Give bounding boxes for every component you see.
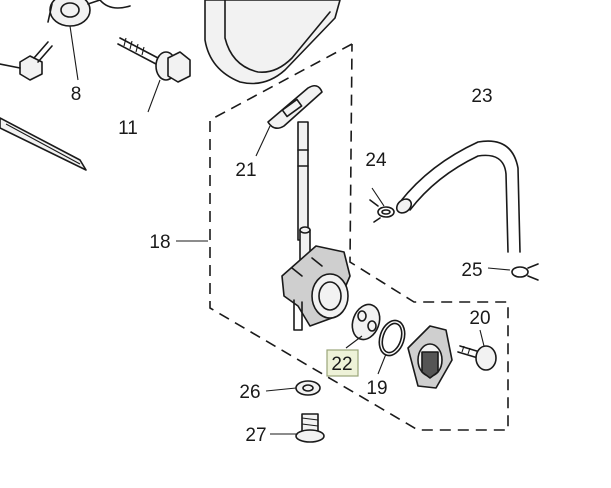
lever-cover (407, 325, 453, 389)
label-part-20: 20 (469, 308, 490, 329)
label-part-26: 26 (239, 382, 260, 403)
washer-part-26 (295, 380, 321, 396)
screw-part-20 (457, 345, 497, 371)
label-part-18: 18 (149, 232, 170, 253)
gasket-part-21 (267, 84, 323, 130)
fuel-cock-body (281, 121, 351, 331)
clip-part-24 (369, 199, 395, 223)
fuel-hose-part-23 (395, 140, 521, 253)
o-ring-part-19 (378, 319, 406, 357)
label-part-27: 27 (245, 425, 266, 446)
label-part-11: 11 (118, 118, 138, 139)
label-part-22: 22 (331, 354, 352, 375)
label-part-21: 21 (235, 160, 256, 181)
bolt-part-11 (117, 37, 191, 83)
label-part-25: 25 (461, 260, 482, 281)
clip-part-25 (511, 263, 539, 281)
mount-bracket-part-8 (47, 0, 101, 27)
fuel-tank (99, 0, 341, 85)
leader-lines (69, 25, 511, 435)
label-part-24: 24 (365, 150, 387, 171)
label-part-8: 8 (71, 84, 82, 105)
part-22-highlight (326, 349, 359, 377)
label-part-19: 19 (366, 378, 387, 399)
assembly-boundary-part-18 (209, 43, 509, 431)
rubber-strip (0, 117, 87, 171)
label-part-23: 23 (471, 86, 492, 107)
small-bolt (0, 41, 53, 81)
bolt-part-27 (295, 413, 325, 443)
filter-disc-part-22 (351, 303, 381, 341)
